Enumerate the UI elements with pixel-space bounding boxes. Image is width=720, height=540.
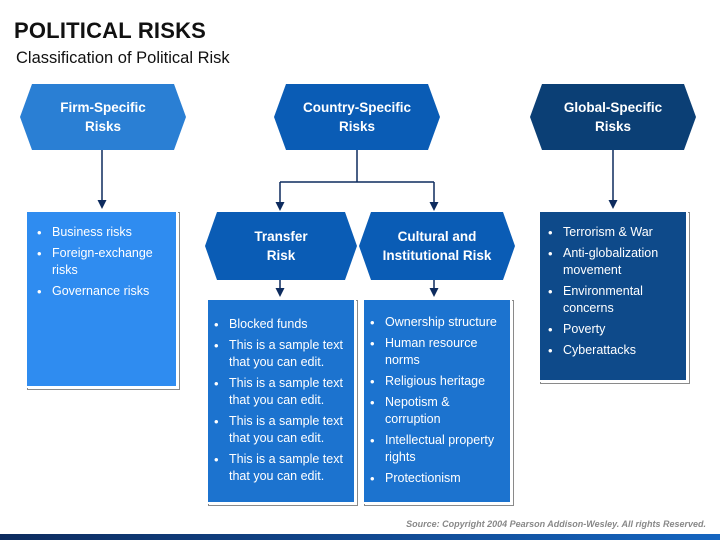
country-specific-hexagon: Country-Specific Risks <box>274 84 440 150</box>
page-title: POLITICAL RISKS <box>14 18 207 43</box>
source-note: Source: Copyright 2004 Pearson Addison-W… <box>406 519 706 529</box>
country-specific-label: Country-Specific Risks <box>302 100 411 134</box>
list-item: Blocked funds <box>212 316 348 333</box>
hexagon-shape <box>530 84 696 150</box>
list-item: This is a sample text that you can edit. <box>212 375 348 409</box>
list-item: Religious heritage <box>368 373 504 390</box>
firm-specific-hexagon: Firm-Specific Risks <box>20 84 186 150</box>
list-item: Environmental concerns <box>546 283 680 317</box>
firm-risks-list: Business risks Foreign-exchange risks Go… <box>35 224 168 300</box>
cultural-risk-hexagon: Cultural and Institutional Risk <box>359 212 515 280</box>
list-item: Anti-globalization movement <box>546 245 680 279</box>
cultural-risks-box: Ownership structure Human resource norms… <box>362 298 512 504</box>
list-item: Governance risks <box>35 283 168 300</box>
firm-risks-box: Business risks Foreign-exchange risks Go… <box>25 210 178 388</box>
list-item: This is a sample text that you can edit. <box>212 337 348 371</box>
global-risks-list: Terrorism & War Anti-globalization movem… <box>546 224 680 359</box>
firm-specific-label: Firm-Specific Risks <box>60 100 146 134</box>
list-item: Terrorism & War <box>546 224 680 241</box>
list-item: Cyberattacks <box>546 342 680 359</box>
page-subtitle: Classification of Political Risk <box>16 49 230 67</box>
global-specific-label: Global-Specific Risks <box>563 100 663 134</box>
global-specific-hexagon: Global-Specific Risks <box>530 84 696 150</box>
list-item: This is a sample text that you can edit. <box>212 451 348 485</box>
list-item: Foreign-exchange risks <box>35 245 168 279</box>
transfer-risks-box: Blocked funds This is a sample text that… <box>206 298 356 504</box>
hexagon-shape <box>20 84 186 150</box>
list-item: Business risks <box>35 224 168 241</box>
cultural-risks-list: Ownership structure Human resource norms… <box>368 314 504 487</box>
list-item: Ownership structure <box>368 314 504 331</box>
list-item: Human resource norms <box>368 335 504 369</box>
cultural-risk-label: Cultural and Institutional Risk <box>382 229 492 263</box>
list-item: Poverty <box>546 321 680 338</box>
hexagon-shape <box>274 84 440 150</box>
bottom-accent-bar <box>0 534 720 540</box>
transfer-risks-list: Blocked funds This is a sample text that… <box>212 316 348 485</box>
hexagon-shape <box>359 212 515 280</box>
list-item: This is a sample text that you can edit. <box>212 413 348 447</box>
list-item: Nepotism & corruption <box>368 394 504 428</box>
global-risks-box: Terrorism & War Anti-globalization movem… <box>538 210 688 382</box>
transfer-risk-label: Transfer Risk <box>254 229 308 263</box>
list-item: Intellectual property rights <box>368 432 504 466</box>
transfer-risk-hexagon: Transfer Risk <box>205 212 357 280</box>
hexagon-shape <box>205 212 357 280</box>
list-item: Protectionism <box>368 470 504 487</box>
